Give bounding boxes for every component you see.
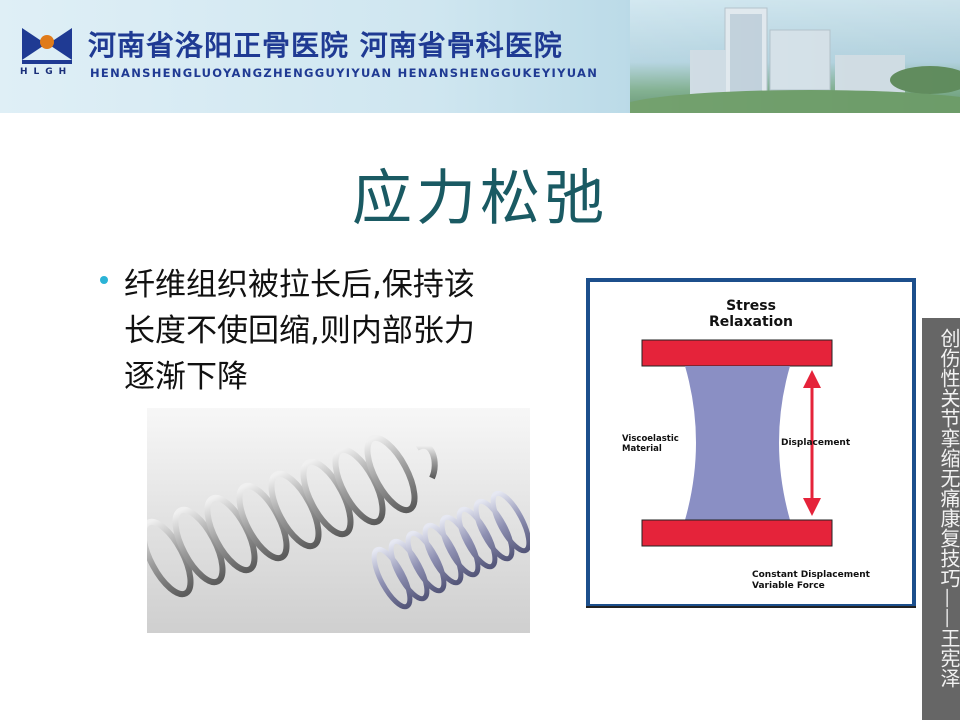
hospital-name-en: HENANSHENGLUOYANGZHENGGUYIYUAN HENANSHEN… — [90, 66, 599, 80]
top-plate — [641, 339, 833, 367]
hospital-logo — [18, 22, 76, 78]
springs-image — [140, 408, 532, 633]
caption-line1: Constant Displacement — [752, 570, 870, 580]
hospital-building-photo — [620, 0, 960, 113]
diagram-title-line1: Stress — [726, 298, 776, 314]
side-caption-bar: 创伤性关节挛缩无痛康复技巧——王宪泽 — [922, 318, 960, 720]
bullet-text: 纤维组织被拉长后,保持该长度不使回缩,则内部张力逐渐下降 — [124, 267, 475, 395]
viscoelastic-body — [685, 366, 790, 520]
displacement-label: Displacement — [781, 438, 851, 448]
bottom-plate — [641, 519, 833, 547]
bullet-dot — [100, 276, 108, 284]
diagram-caption: Constant Displacement Variable Force — [752, 570, 870, 592]
caption-line2: Variable Force — [752, 581, 825, 591]
diagram-underline — [586, 606, 916, 608]
displacement-arrow — [803, 370, 821, 516]
diagram-title-line2: Relaxation — [708, 314, 794, 330]
header-banner: HLGH 河南省洛阳正骨医院 河南省骨科医院 HENANSHENGLUOYANG… — [0, 0, 960, 113]
logo-text: HLGH — [20, 67, 73, 77]
slide-title: 应力松弛 — [352, 164, 608, 234]
material-label-line1: Viscoelastic — [622, 434, 679, 444]
stress-relaxation-diagram: Stress Relaxation Viscoelastic Material … — [586, 278, 916, 608]
side-caption: 创伤性关节挛缩无痛康复技巧——王宪泽 — [937, 328, 960, 688]
material-label: Viscoelastic Material — [622, 434, 679, 454]
hospital-name-cn: 河南省洛阳正骨医院 河南省骨科医院 — [88, 29, 563, 62]
diagram-title: Stress Relaxation — [590, 298, 912, 330]
material-label-line2: Material — [622, 444, 662, 454]
diagram-panel: Stress Relaxation Viscoelastic Material … — [590, 282, 912, 604]
